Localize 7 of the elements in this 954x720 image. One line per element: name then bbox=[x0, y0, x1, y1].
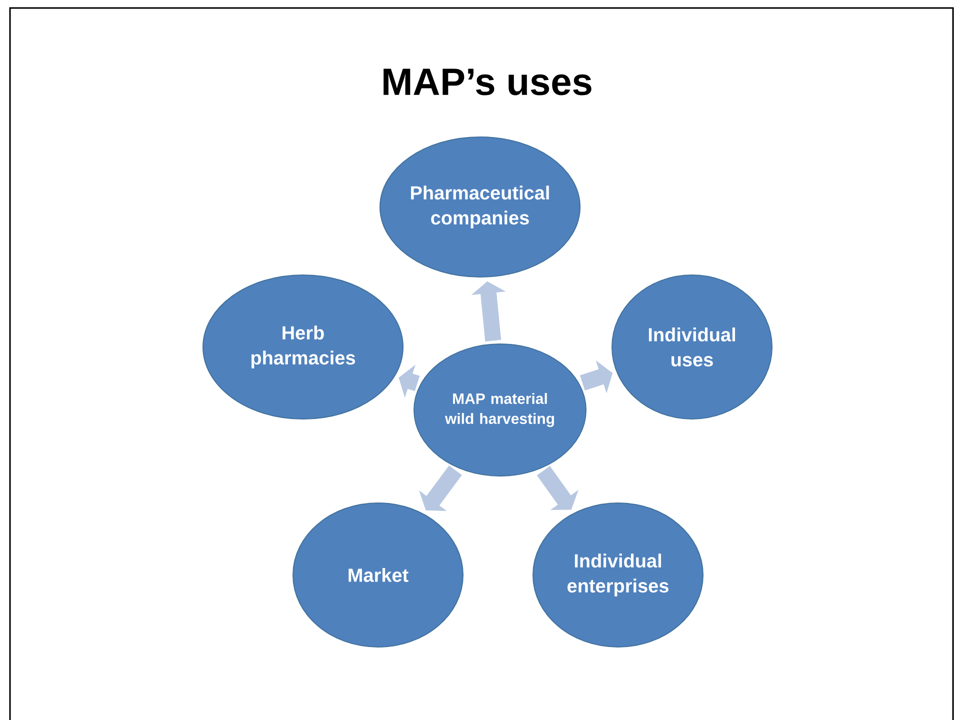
circle-node: MAP material wild harvesting bbox=[414, 344, 586, 476]
circle-node: Market bbox=[292, 502, 464, 648]
title: MAP’s uses bbox=[384, 68, 592, 96]
circle-node: Individual enterprises bbox=[532, 502, 704, 648]
circle-node: Pharmaceutical companies bbox=[380, 136, 580, 278]
circle-node: Individual uses bbox=[612, 274, 772, 420]
circle-node: Herb pharmacies bbox=[202, 274, 404, 420]
